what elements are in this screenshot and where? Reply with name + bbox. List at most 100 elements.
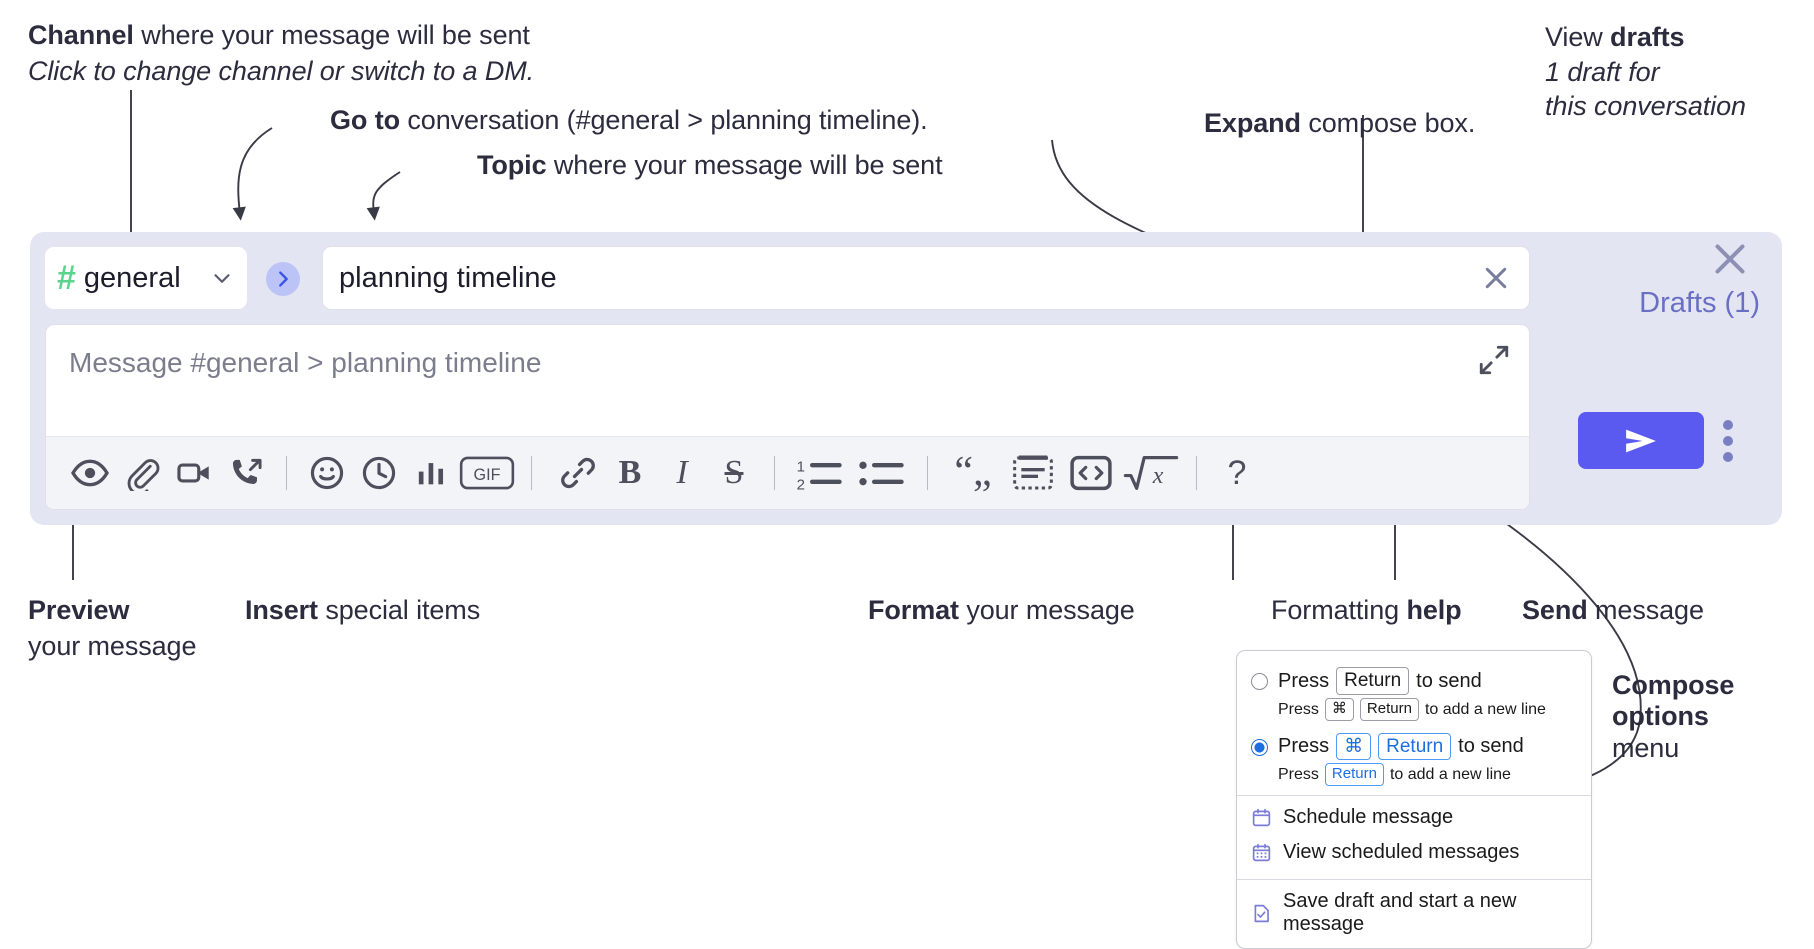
annotation-drafts-italic1: 1 draft for: [1545, 56, 1660, 87]
inline-code-icon: [1070, 455, 1112, 491]
video-clip-icon-button[interactable]: [168, 447, 220, 499]
annotation-send: Send message: [1522, 595, 1704, 627]
menu-item-view-scheduled[interactable]: View scheduled messages: [1237, 835, 1591, 870]
code-block-icon: [1013, 455, 1053, 490]
toolbar-separator: [774, 456, 775, 490]
menu-item-schedule-message[interactable]: Schedule message: [1237, 800, 1591, 835]
toolbar-separator: [286, 456, 287, 490]
annotation-preview-rest: your message: [28, 630, 197, 661]
annotation-format: Format your message: [868, 595, 1135, 627]
svg-text:GIF: GIF: [474, 466, 501, 484]
annotation-goto-bold: Go to: [330, 105, 400, 135]
preview-icon: [71, 459, 109, 487]
drafts-link[interactable]: Drafts (1): [1639, 287, 1760, 319]
radio-button-selected[interactable]: [1251, 738, 1268, 756]
chevron-right-icon: [279, 271, 288, 287]
blockquote-icon-button[interactable]: “„: [942, 447, 1004, 499]
attachment-icon-button[interactable]: [116, 447, 168, 499]
option-sub-post: to add a new line: [1424, 700, 1546, 718]
bold-icon-button[interactable]: B: [604, 447, 656, 499]
goto-conversation-button[interactable]: [266, 262, 300, 296]
topic-input-field[interactable]: planning timeline: [322, 246, 1530, 310]
toolbar-separator: [1196, 456, 1197, 490]
key-command: ⌘: [1336, 732, 1372, 761]
italic-icon: I: [676, 454, 688, 491]
clock-icon: [362, 456, 396, 490]
emoji-icon-button[interactable]: [301, 447, 353, 499]
option-sub-row: Press ⌘ Return to add a new line: [1278, 697, 1591, 721]
preview-icon-button[interactable]: [64, 447, 116, 499]
menu-item-label: View scheduled messages: [1283, 841, 1520, 863]
topic-clear-button[interactable]: [1477, 259, 1515, 297]
key-return: Return: [1378, 732, 1452, 761]
annotation-send-bold: Send: [1522, 595, 1588, 625]
gif-icon-button[interactable]: GIF: [457, 447, 517, 499]
annotation-expand: Expand compose box.: [1204, 108, 1475, 140]
annotation-help-rest: Formatting: [1271, 595, 1407, 625]
svg-text:1: 1: [797, 458, 805, 475]
audio-clip-icon-button[interactable]: [220, 447, 272, 499]
key-return: Return: [1336, 667, 1410, 695]
blockquote-icon: “„: [954, 449, 992, 496]
annotation-compose-bold2: options: [1612, 701, 1709, 732]
hash-icon: #: [57, 259, 76, 297]
message-input[interactable]: Message #general > planning timeline: [46, 325, 1529, 436]
menu-option-cmd-return-to-send[interactable]: Press ⌘ Return to send: [1237, 725, 1591, 761]
svg-text:x: x: [1152, 463, 1164, 489]
menu-item-save-draft[interactable]: Save draft and start a new message: [1237, 884, 1591, 942]
vertical-dots-icon: [1723, 452, 1733, 462]
math-sqrt-icon: x: [1123, 456, 1179, 490]
compose-options-menu: Press Return to send Press ⌘ Return to a…: [1236, 650, 1592, 949]
option-main-post: to send: [1416, 669, 1482, 692]
menu-option-return-to-send[interactable]: Press Return to send: [1237, 661, 1591, 695]
annotation-drafts: View drafts 1 draft for this conversatio…: [1545, 22, 1805, 123]
annotation-expand-bold: Expand: [1204, 108, 1301, 138]
annotation-insert-bold: Insert: [245, 595, 318, 625]
option-main-pre: Press: [1278, 669, 1330, 692]
send-message-button[interactable]: [1578, 412, 1704, 469]
annotation-drafts-bold: drafts: [1610, 22, 1685, 52]
annotation-compose-options: Compose options menu: [1612, 670, 1802, 764]
annotation-compose-rest: menu: [1612, 732, 1680, 763]
channel-name-label: general: [83, 261, 181, 294]
strikethrough-icon: S: [724, 454, 744, 491]
bulleted-list-icon: [859, 461, 904, 486]
poll-icon-button[interactable]: [405, 447, 457, 499]
formatting-toolbar: GIF B I S: [46, 436, 1529, 509]
menu-item-label: Schedule message: [1283, 806, 1454, 828]
annotation-drafts-italic2: this conversation: [1545, 90, 1746, 121]
annotation-goto: Go to conversation (#general > planning …: [330, 105, 928, 137]
math-icon-button[interactable]: x: [1120, 447, 1182, 499]
phone-call-icon: [232, 458, 262, 484]
strikethrough-icon-button[interactable]: S: [708, 447, 760, 499]
expand-compose-button[interactable]: [1477, 343, 1511, 377]
annotation-goto-rest: conversation (#general > planning timeli…: [399, 105, 928, 135]
toolbar-separator: [927, 456, 928, 490]
channel-select-button[interactable]: # general: [45, 247, 247, 309]
bar-chart-icon: [418, 463, 444, 485]
reminder-icon-button[interactable]: [353, 447, 405, 499]
inline-code-icon-button[interactable]: [1062, 447, 1120, 499]
compose-options-button[interactable]: [1714, 420, 1742, 462]
bulleted-list-icon-button[interactable]: [851, 447, 913, 499]
annotation-compose-bold1: Compose: [1612, 670, 1735, 700]
ordered-list-icon-button[interactable]: 1 2: [789, 447, 851, 499]
link-icon-button[interactable]: [552, 447, 604, 499]
topic-input-value: planning timeline: [339, 261, 557, 294]
option-main-post: to send: [1458, 735, 1524, 758]
annotation-format-rest: your message: [958, 595, 1135, 625]
svg-text:2: 2: [797, 477, 805, 493]
formatting-help-button[interactable]: ?: [1211, 447, 1263, 499]
panel-close-button[interactable]: [1700, 229, 1760, 289]
close-icon: [1715, 244, 1745, 274]
video-camera-icon: [177, 463, 209, 483]
send-paper-plane-icon: [1626, 429, 1656, 452]
italic-icon-button[interactable]: I: [656, 447, 708, 499]
radio-button[interactable]: [1251, 673, 1268, 690]
code-block-icon-button[interactable]: [1004, 447, 1062, 499]
option-sub-post: to add a new line: [1389, 766, 1511, 784]
annotation-topic-bold: Topic: [477, 150, 547, 180]
annotation-channel-italic: Click to change channel or switch to a D…: [28, 55, 535, 86]
annotation-channel-bold: Channel: [28, 20, 134, 50]
option-main-row: Press Return to send: [1278, 667, 1577, 695]
